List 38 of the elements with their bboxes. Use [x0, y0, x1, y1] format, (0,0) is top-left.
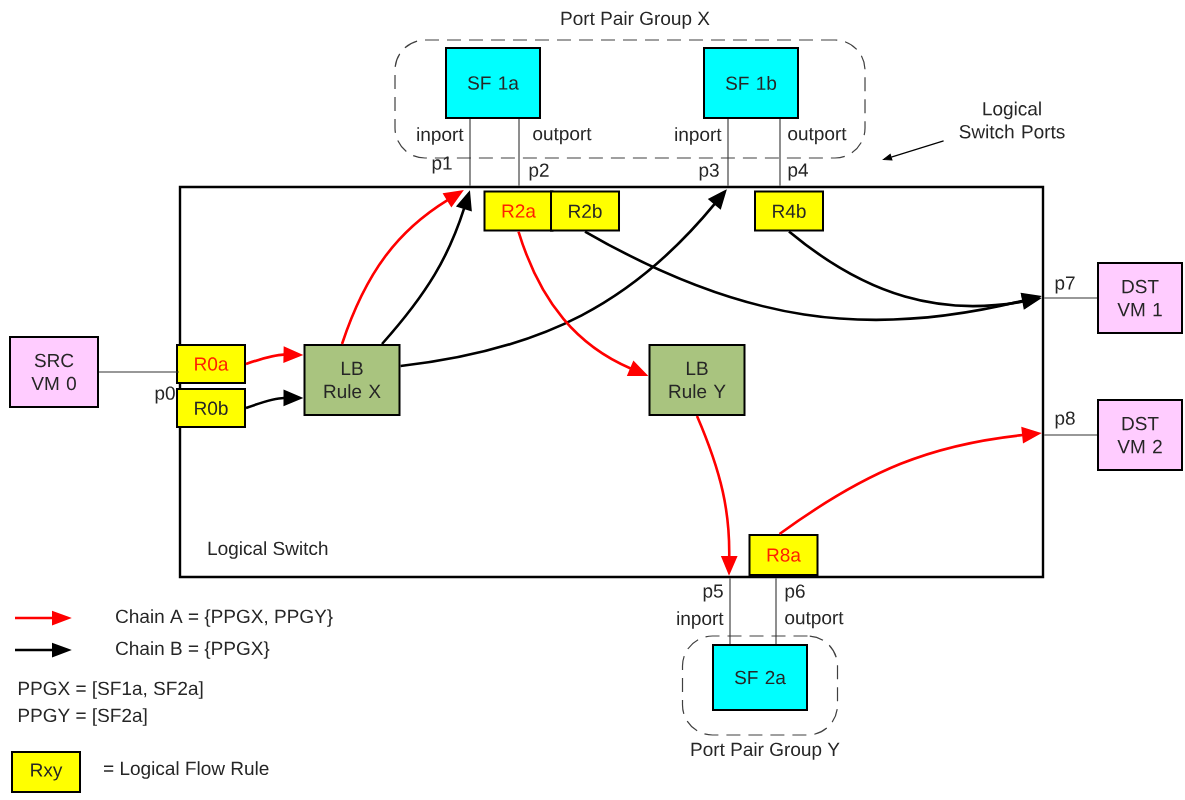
port-label: outport	[785, 611, 844, 629]
port-label: p6	[785, 584, 805, 602]
function-box: SF 2a	[712, 644, 808, 711]
port-label: outport	[533, 127, 592, 145]
port-label: p3	[699, 163, 719, 181]
port-label: inport	[417, 127, 464, 145]
port-label: p2	[529, 163, 549, 181]
port-line	[98, 371, 180, 373]
legend-text: = Logical Flow Rule	[104, 761, 269, 779]
port-line	[518, 118, 520, 187]
port-line	[1043, 297, 1098, 299]
port-line	[469, 118, 471, 187]
port-line	[775, 577, 777, 645]
function-box: SF 1b	[703, 47, 799, 119]
port-label: p4	[788, 163, 808, 181]
node-label: Port Pair Group X	[561, 11, 710, 29]
port-label: p5	[703, 584, 723, 602]
port-line	[779, 118, 781, 187]
port-line	[729, 577, 731, 645]
port-line	[1043, 434, 1098, 436]
legend-text: Chain A = {PPGX, PPGY}	[116, 609, 333, 627]
port-label: p1	[432, 156, 452, 174]
port-label: p0	[155, 386, 175, 404]
port-line	[727, 118, 729, 187]
definition-text: PPGX = [SF1a, SF2a]	[18, 681, 203, 699]
port-label: p8	[1055, 411, 1075, 429]
vm-box: DST VM 1	[1097, 262, 1183, 334]
port-label: outport	[788, 127, 847, 145]
node-label: Port Pair Group Y	[691, 742, 840, 760]
legend-text: Chain B = {PPGX}	[116, 641, 270, 659]
port-label: p7	[1055, 276, 1075, 294]
vm-box: SRC VM 0	[9, 336, 99, 408]
definition-text: PPGY = [SF2a]	[18, 708, 147, 726]
function-box: SF 1a	[445, 47, 541, 119]
callout-text: Logical Switch Ports	[959, 101, 1065, 139]
port-label: inport	[677, 611, 724, 629]
port-label: inport	[675, 127, 722, 145]
vm-box: DST VM 2	[1097, 399, 1183, 471]
